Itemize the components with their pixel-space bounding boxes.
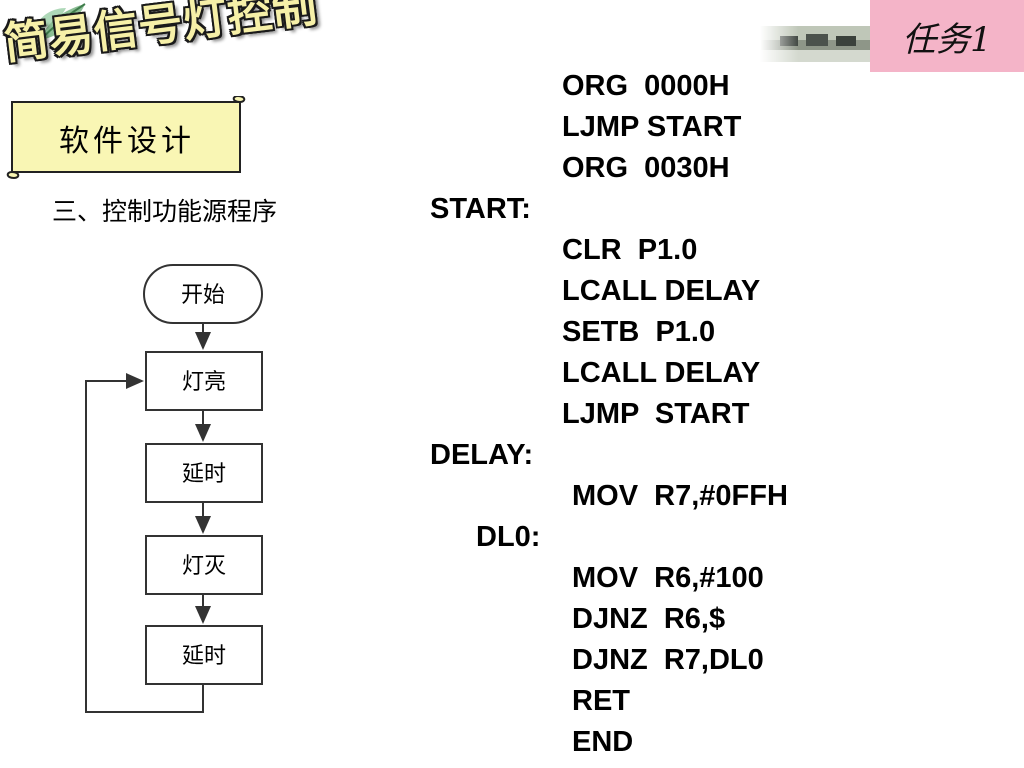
flow-start-label: 开始 <box>181 283 225 308</box>
scroll-banner-label: 软件设计 <box>59 124 195 159</box>
code-line: ORG 0030H <box>562 152 730 184</box>
code-line: CLR P1.0 <box>562 234 698 266</box>
code-line: LJMP START <box>562 111 742 143</box>
flow-step-box <box>145 535 263 595</box>
decorative-photo-strip <box>760 22 870 64</box>
flow-step-label: 延时 <box>182 462 226 487</box>
code-line: END <box>572 726 634 758</box>
leaf-decoration <box>34 3 86 41</box>
code-label: DELAY: <box>430 439 534 471</box>
code-line: ORG 0000H <box>562 70 730 102</box>
code-line: RET <box>572 685 630 717</box>
code-line: DJNZ R6,$ <box>572 603 726 635</box>
flow-loop-connector <box>85 373 204 713</box>
code-line: LJMP START <box>562 398 750 430</box>
code-label: DL0: <box>476 521 541 553</box>
code-line: MOV R6,#100 <box>572 562 764 594</box>
flow-step-box <box>145 351 263 411</box>
page-title: 简易信号灯控制 <box>1 0 321 71</box>
flow-step-label: 灯亮 <box>182 370 226 395</box>
flow-step-label: 延时 <box>182 644 226 669</box>
code-line: LCALL DELAY <box>562 357 761 389</box>
code-line: MOV R7,#0FFH <box>572 480 788 512</box>
section-heading: 三、控制功能源程序 <box>52 197 278 226</box>
code-line: DJNZ R7,DL0 <box>572 644 764 676</box>
scroll-banner <box>6 96 246 180</box>
flow-step-box <box>145 443 263 503</box>
task-badge: 任务1 <box>870 0 1024 72</box>
code-label: START: <box>430 193 531 225</box>
code-line: LCALL DELAY <box>562 275 761 307</box>
code-line: SETB P1.0 <box>562 316 716 348</box>
flow-step-label: 灯灭 <box>182 554 226 579</box>
flowchart: 开始 灯亮 延时 灯灭 延时 <box>85 264 263 713</box>
